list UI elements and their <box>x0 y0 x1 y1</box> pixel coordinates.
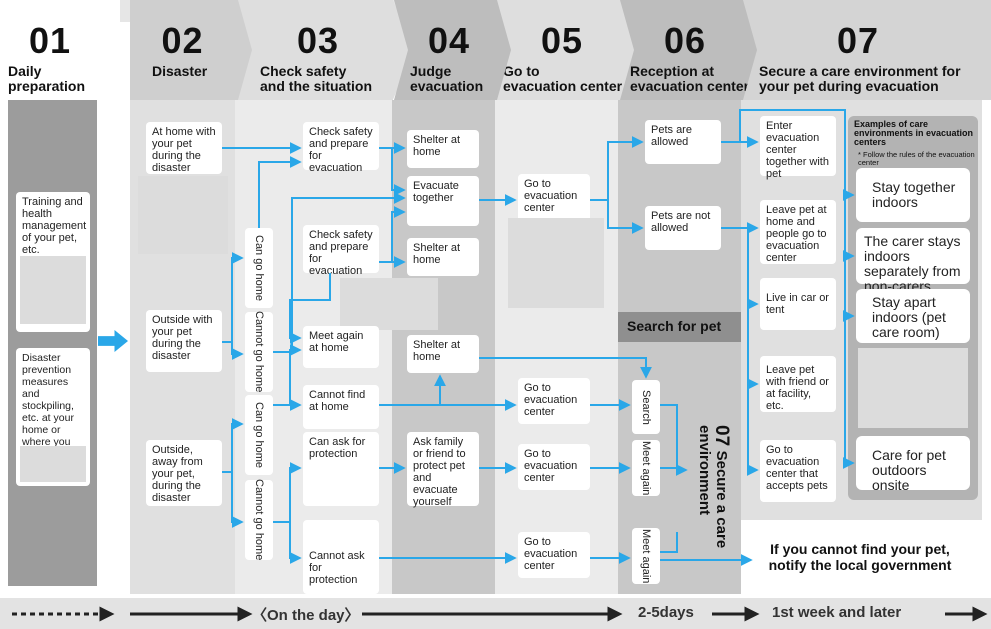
evacuate-together: Evacuate together <box>407 176 479 226</box>
step-05-header: 05 Go to evacuation center <box>497 0 641 100</box>
at-home-box: At home with your pet during the disaste… <box>146 122 222 174</box>
pets-not-allowed: Pets are not allowed <box>645 206 721 250</box>
step-06-number: 06 <box>663 20 707 61</box>
step-01-header: 01 Daily preparation <box>0 0 120 100</box>
ask-family-box: Ask family or friend to protect pet and … <box>407 432 479 508</box>
can-ask-protection: Can ask for protection <box>303 432 379 506</box>
shelter-home-1: Shelter at home <box>407 130 479 168</box>
care-outdoors-onsite: Care for pet outdoors onsite <box>856 436 970 493</box>
can-go-home-2: Can go home <box>245 395 273 475</box>
check-safety-2: Check safety and prepare for evacuation <box>303 225 379 277</box>
step-02-header: 02 Disaster <box>130 0 260 100</box>
examples-title: Examples of care environments in evacuat… <box>854 119 974 147</box>
arrow-outside-cannot-go-home <box>231 342 244 360</box>
arrow-check1-evac <box>391 148 406 196</box>
pet-care-room-illustration <box>858 348 968 428</box>
stockpile-illustration <box>20 446 86 482</box>
search-box: Search <box>632 380 660 434</box>
step-07-header: 07 Secure a care environment for your pe… <box>743 0 991 100</box>
step-04-header: 04 Judge evacuation <box>394 0 518 100</box>
can-go-home-1: Can go home <box>245 228 273 308</box>
go-center-3: Go to evacuation center <box>518 444 590 490</box>
search-for-pet-label: Search for pet <box>627 318 722 334</box>
meet-again-box-1: Meet again <box>632 440 660 496</box>
cannot-go-home-1: Cannot go home <box>245 311 273 393</box>
stay-together-indoors: Stay together indoors <box>856 168 970 222</box>
go-center-2: Go to evacuation center <box>518 378 590 424</box>
cannot-ask-protection: Cannot ask for protection <box>303 520 379 594</box>
arrow-search-secure <box>660 404 688 476</box>
enter-together: Enter evacuation center together with pe… <box>760 116 836 180</box>
pets-allowed: Pets are allowed <box>645 120 721 164</box>
step-03-number: 03 <box>296 20 340 61</box>
arrow-fork-meet <box>289 344 302 405</box>
dog-house-illustration <box>20 256 86 324</box>
person-with-cat-illustration <box>340 278 438 330</box>
timeline-1st-week: 1st week and later <box>772 604 902 621</box>
column-06-bg <box>618 100 741 594</box>
step-02-title: Disaster <box>152 63 208 79</box>
away-from-pet-box: Outside, away from your pet, during the … <box>146 440 222 506</box>
arrow-cannot-go-home-can-ask <box>273 462 302 523</box>
step-01-number: 01 <box>28 20 72 61</box>
outside-with-pet-box: Outside with your pet during the disaste… <box>146 310 222 372</box>
timeline-2-5-days: 2-5days <box>638 604 694 621</box>
go-center-1: Go to evacuation center <box>518 174 590 224</box>
go-center-accepts: Go to evacuation center that accepts pet… <box>760 440 836 502</box>
arrow-go1-allowed <box>590 136 644 201</box>
step-05-title: Go to evacuation center <box>503 63 623 94</box>
cannot-go-home-2: Cannot go home <box>245 479 273 561</box>
arrow-away-cannot-go-home <box>231 472 244 528</box>
notify-government: If you cannot find your pet, notify the … <box>754 537 966 581</box>
leave-friend-facility: Leave pet with friend or at facility, et… <box>760 356 836 412</box>
disaster-home-illustration <box>138 176 228 254</box>
arrow-meet2-secure <box>660 532 678 553</box>
stay-apart-indoors: Stay apart indoors (pet care room) <box>856 289 970 343</box>
arrow-allowed-stay-together <box>721 109 855 201</box>
arrow-check2-evac <box>391 206 406 262</box>
arrow-not-allowed-accepts <box>746 384 759 476</box>
timeline-on-the-day: 〈On the day〉 <box>252 607 360 624</box>
step-04-title: Judge evacuation <box>410 63 484 94</box>
column-01-bg <box>8 100 97 586</box>
arrow-fork-outdoors <box>842 316 855 469</box>
arrow-fork-cannot-ask <box>289 522 302 564</box>
shelter-home-2: Shelter at home <box>407 238 479 276</box>
arrow-cannot-go-home-check2 <box>273 192 406 353</box>
step-07-title: Secure a care environment for your pet d… <box>759 63 961 94</box>
step-02-number: 02 <box>161 20 204 61</box>
meet-again-box-2: Meet again <box>632 528 660 584</box>
arrow-outside-can-go-home <box>222 252 244 343</box>
step-03-header: 03 Check safety and the situation <box>238 0 414 100</box>
arrow-check2-meet <box>289 273 331 344</box>
step-01-title: Daily preparation <box>8 63 86 94</box>
secure-care-vertical-label: 07 Secure a care environment <box>690 425 732 549</box>
step-05-number: 05 <box>540 20 584 61</box>
arrow-go1-not-allowed <box>607 200 644 234</box>
step-03-title: Check safety and the situation <box>260 63 372 94</box>
arrow-can-go-home-check1 <box>258 156 302 228</box>
examples-note: * Follow the rules of the evacuation cen… <box>858 150 975 167</box>
go-center-4: Go to evacuation center <box>518 532 590 578</box>
step-06-header: 06 Reception at evacuation center <box>620 0 764 100</box>
arrow-shelter3-search <box>479 357 652 379</box>
meet-again-home: Meet again at home <box>303 326 379 368</box>
cannot-find-home: Cannot find at home <box>303 385 379 429</box>
step-04-number: 04 <box>427 20 471 61</box>
shelter-home-3: Shelter at home <box>407 335 479 373</box>
vertical-step-text: Secure a care environment <box>696 425 730 549</box>
family-evacuating-illustration <box>508 218 604 308</box>
live-car-tent: Live in car or tent <box>760 278 836 330</box>
check-safety-1: Check safety and prepare for evacuation <box>303 122 379 174</box>
step-07-number: 07 <box>836 20 880 61</box>
carer-stays-separately: The carer stays indoors separately from … <box>856 228 970 294</box>
step-06-title: Reception at evacuation center <box>630 63 750 94</box>
leave-pet-home: Leave pet at home and people go to evacu… <box>760 200 836 264</box>
arrow-away-can-go-home <box>222 418 244 473</box>
search-for-pet-band <box>618 312 741 342</box>
vertical-step-number: 07 <box>711 425 732 447</box>
